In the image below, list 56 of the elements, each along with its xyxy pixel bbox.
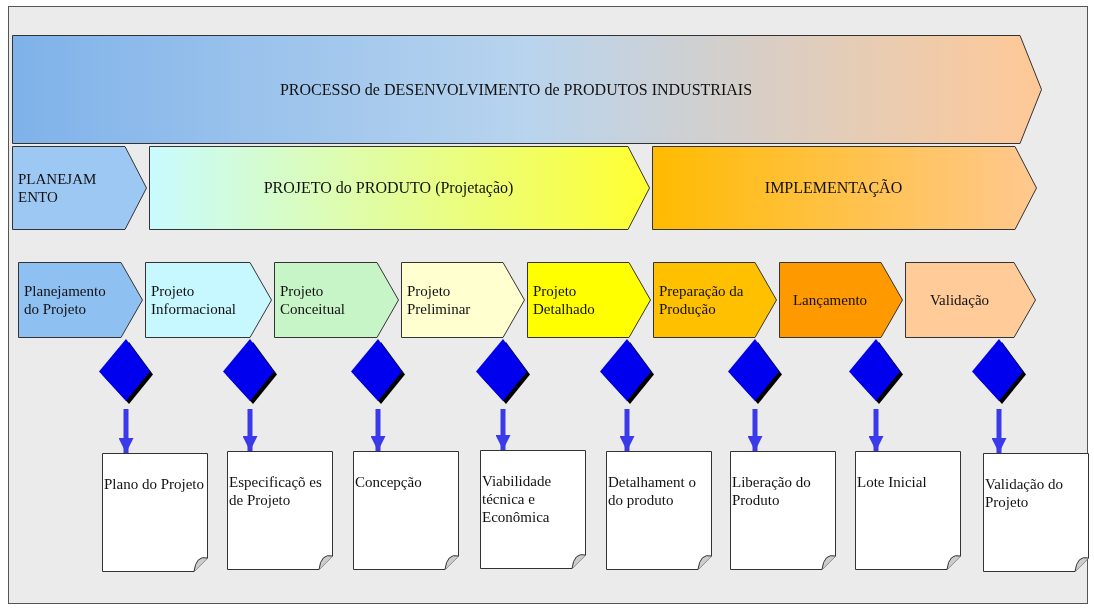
- document-shape: [227, 451, 333, 570]
- document-label: Concepção: [355, 473, 423, 491]
- document-shape: [730, 451, 836, 570]
- milestone-diamond: [600, 339, 654, 404]
- chevron-shape: [12, 146, 147, 230]
- arrow: [242, 409, 258, 451]
- milestone-diamond: [351, 339, 405, 404]
- document-shape: [102, 453, 208, 572]
- stage-label: IMPLEMENTAÇÃO: [763, 178, 904, 198]
- stage-label: Projeto Informacional: [151, 282, 237, 318]
- chevron-shape: [18, 262, 143, 338]
- stage-label: Projeto Detalhado: [533, 282, 596, 318]
- chevron-shape: [149, 146, 650, 230]
- stage-label: PLANEJAM ENTO: [18, 170, 98, 206]
- stage-label: Lançamento: [791, 291, 869, 309]
- chevron-shape: [652, 146, 1037, 230]
- milestone-diamond: [476, 339, 530, 404]
- milestone-diamond: [972, 339, 1026, 404]
- stage-label: PROJETO do PRODUTO (Projetação): [262, 178, 515, 198]
- arrow: [118, 409, 134, 453]
- arrow: [370, 409, 386, 451]
- stage-label: Projeto Conceitual: [280, 282, 346, 318]
- document-label: Viabilidade técnica e Econômica: [482, 472, 553, 526]
- chevron-shape: [779, 262, 903, 338]
- arrow: [619, 409, 635, 451]
- document-shape: [983, 453, 1089, 572]
- document-label: Plano do Projeto: [104, 475, 205, 493]
- milestone-diamond: [223, 339, 277, 404]
- document-label: Detalhament o do produto: [608, 473, 697, 509]
- milestone-diamond: [849, 339, 903, 404]
- chevron-shape: [12, 35, 1042, 144]
- chevron-shape: [905, 262, 1036, 338]
- document-shape: [855, 451, 961, 570]
- arrow: [991, 409, 1007, 453]
- stage-label: Validação: [928, 291, 991, 309]
- milestone-diamond: [99, 339, 153, 404]
- arrow: [495, 409, 511, 450]
- chevron-shape: [653, 262, 777, 338]
- arrow: [868, 409, 884, 451]
- document-label: Validação do Projeto: [985, 475, 1064, 511]
- document-label: Especificaçõ es de Projeto: [229, 473, 323, 509]
- milestone-diamond: [728, 339, 782, 404]
- chevron-shape: [274, 262, 399, 338]
- document-shape: [353, 451, 459, 570]
- chevron-shape: [401, 262, 525, 338]
- stage-label: Preparação da Produção: [659, 282, 745, 318]
- document-shape: [480, 450, 586, 569]
- chevron-shape: [527, 262, 651, 338]
- document-label: Lote Inicial: [857, 473, 928, 491]
- arrow: [747, 409, 763, 451]
- stage-label: Projeto Preliminar: [407, 282, 472, 318]
- chevron-shape: [145, 262, 272, 338]
- document-label: Liberação do Produto: [732, 473, 812, 509]
- process-title: PROCESSO de DESENVOLVIMENTO de PRODUTOS INDUSTRIAIS: [278, 79, 754, 100]
- document-shape: [606, 451, 712, 570]
- stage-label: Planejamento do Projeto: [24, 282, 107, 318]
